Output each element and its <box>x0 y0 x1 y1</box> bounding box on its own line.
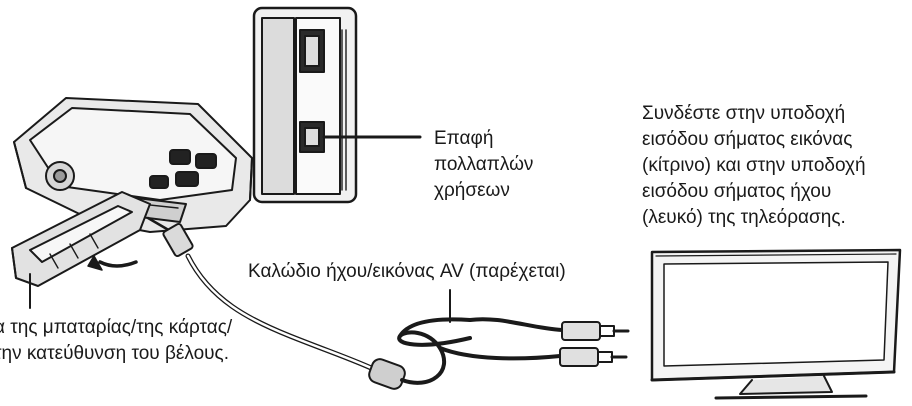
av-cable-label: Καλώδιο ήχου/εικόνας AV (παρέχεται) <box>248 261 566 282</box>
multi-connector-line-3: χρήσεων <box>434 180 510 201</box>
multi-connector-line-1: Επαφή <box>434 128 494 149</box>
open-direction-arrow-icon <box>87 255 138 271</box>
connect-tv-line-5: (λευκό) της τηλεόρασης. <box>642 207 846 228</box>
battery-cover-illustration <box>11 191 151 309</box>
battery-cover-line-1: α της μπαταρίας/της κάρτας/ <box>0 317 233 338</box>
multi-connector-line-2: πολλαπλών <box>434 154 534 175</box>
camera-illustration <box>13 97 253 233</box>
av-cable-illustration <box>146 216 630 390</box>
connect-tv-line-3: (κίτρινο) και στην υποδοχή <box>642 155 866 176</box>
connect-tv-line-4: εισόδου σήματος ήχου <box>642 181 832 202</box>
television-illustration <box>650 248 902 400</box>
connector-closeup <box>252 6 422 204</box>
connect-tv-instruction: Συνδέστε στην υποδοχή εισόδου σήματος ει… <box>642 101 866 231</box>
connect-tv-line-2: εισόδου σήματος εικόνας <box>642 129 853 150</box>
multi-connector-label: Επαφή πολλαπλών χρήσεων <box>434 126 533 204</box>
battery-cover-label: α της μπαταρίας/της κάρτας/ την κατεύθυν… <box>0 315 232 367</box>
connect-tv-line-1: Συνδέστε στην υποδοχή <box>642 103 846 124</box>
battery-cover-line-2: την κατεύθυνση του βέλους. <box>0 343 229 364</box>
